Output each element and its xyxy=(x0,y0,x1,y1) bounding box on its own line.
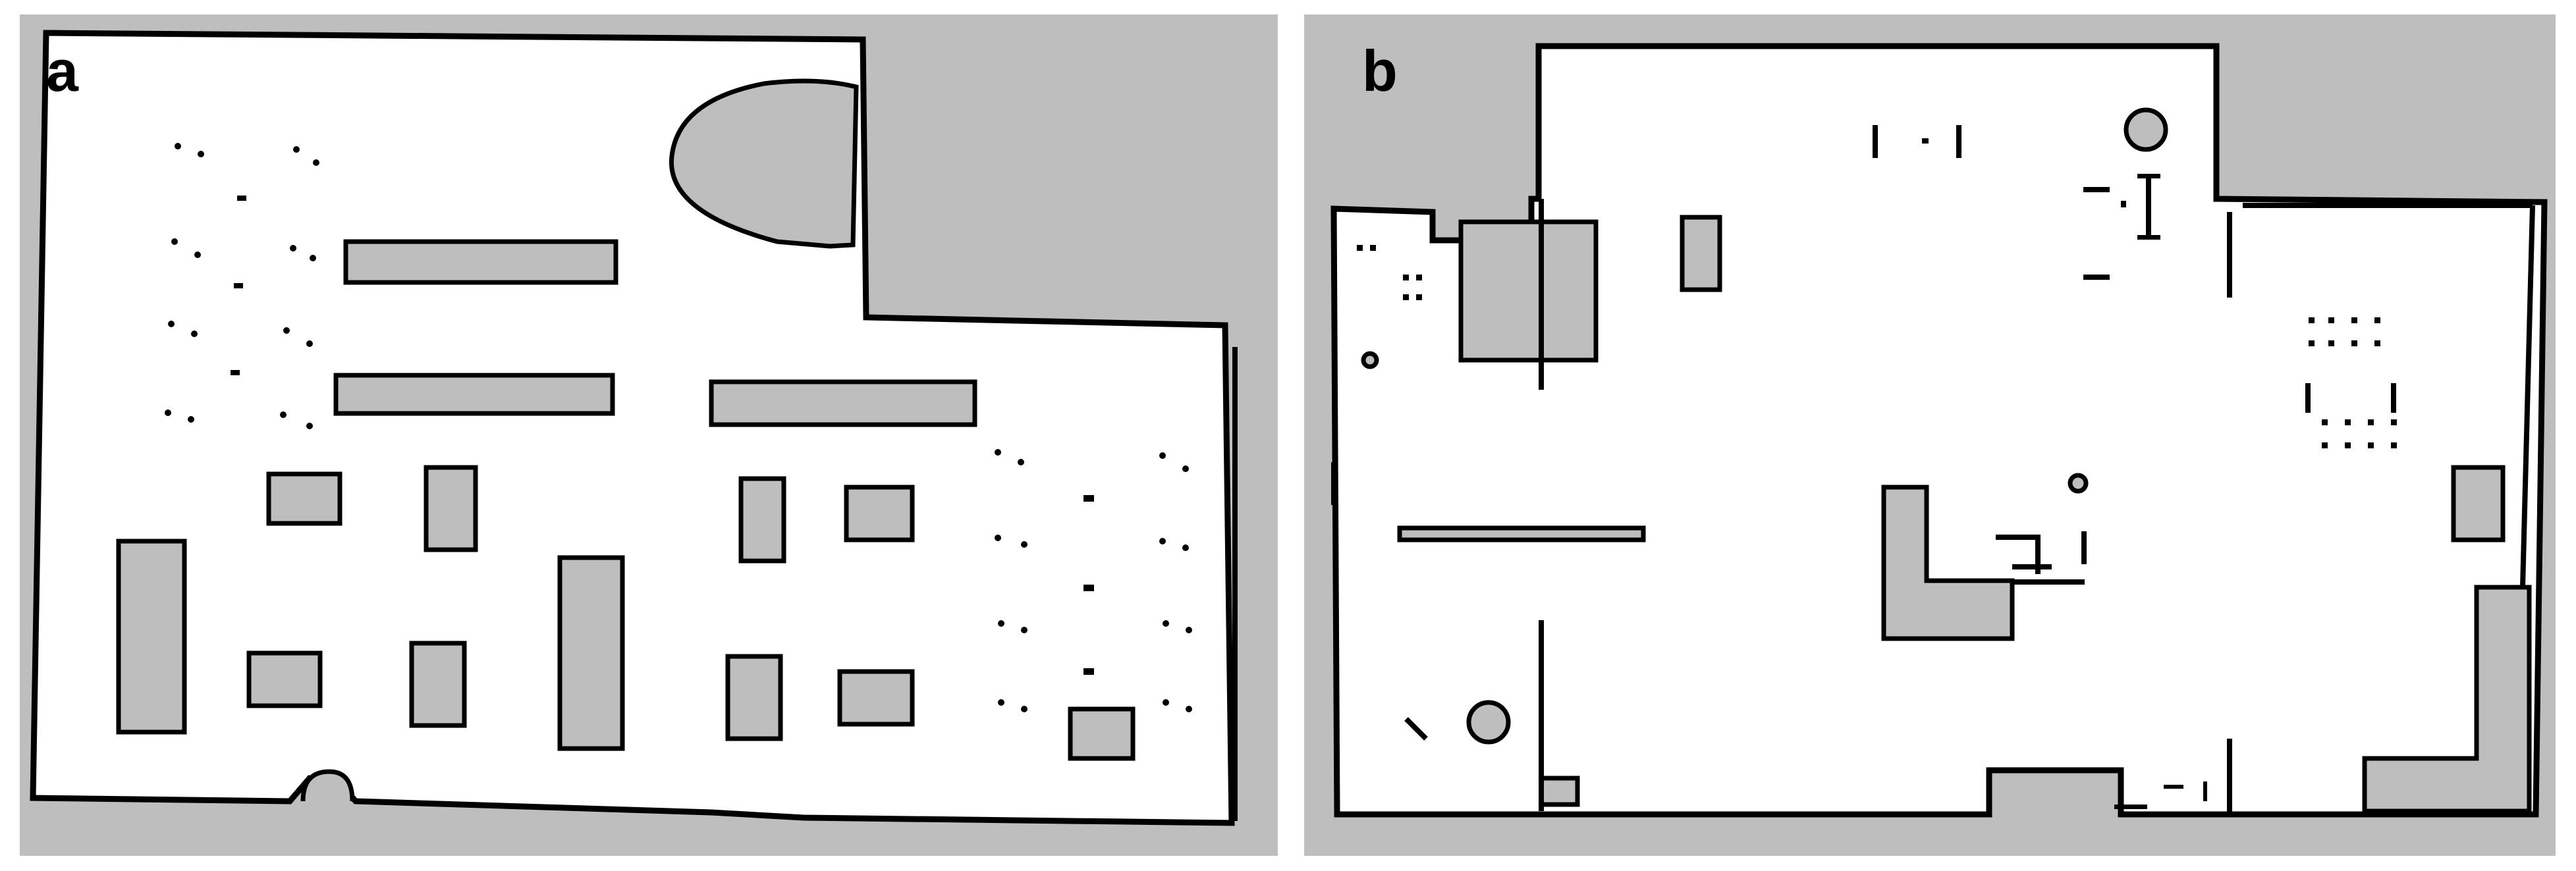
map-b-small-features xyxy=(1357,125,2397,809)
map-a-shelf xyxy=(343,239,618,285)
map-a-shelf xyxy=(709,379,977,427)
map-panel-a: a xyxy=(20,14,1278,856)
map-a-box xyxy=(246,650,323,708)
panel-label-a: a xyxy=(46,38,78,103)
map-a-free-space xyxy=(30,30,1235,826)
map-b-cabinet xyxy=(1680,215,1722,292)
map-b-cabinet xyxy=(2451,465,2506,542)
map-b-corner-block xyxy=(2362,585,2532,814)
map-a-box xyxy=(424,465,478,552)
map-a-box xyxy=(844,485,915,542)
map-b-pillar xyxy=(2068,473,2089,494)
map-a-box xyxy=(409,641,467,728)
map-b-pillar xyxy=(2124,107,2168,152)
map-a-box xyxy=(738,476,786,564)
map-a-box xyxy=(116,539,187,735)
map-b-room xyxy=(1458,219,1599,363)
map-a-door-arch xyxy=(300,769,355,802)
occupancy-map-a xyxy=(30,30,1238,826)
map-a-scatter-points xyxy=(165,143,1192,712)
map-b-pillar xyxy=(1361,351,1379,369)
map-a-box xyxy=(557,555,625,751)
map-b-inner-wall xyxy=(2520,205,2535,588)
panel-label-b: b xyxy=(1362,38,1398,103)
map-a-box xyxy=(725,654,783,741)
map-b-table xyxy=(1397,525,1646,542)
map-a-shelf xyxy=(333,373,615,416)
map-a-box xyxy=(1068,706,1136,761)
map-a-box xyxy=(837,669,915,727)
occupancy-map-b xyxy=(1330,43,2548,818)
map-a-box xyxy=(266,471,343,526)
map-b-box xyxy=(1539,776,1580,807)
map-panel-b: b xyxy=(1304,14,2556,856)
map-b-free-space xyxy=(1330,43,2548,818)
map-a-round-room xyxy=(669,78,859,249)
map-b-pillar xyxy=(1466,700,1511,745)
